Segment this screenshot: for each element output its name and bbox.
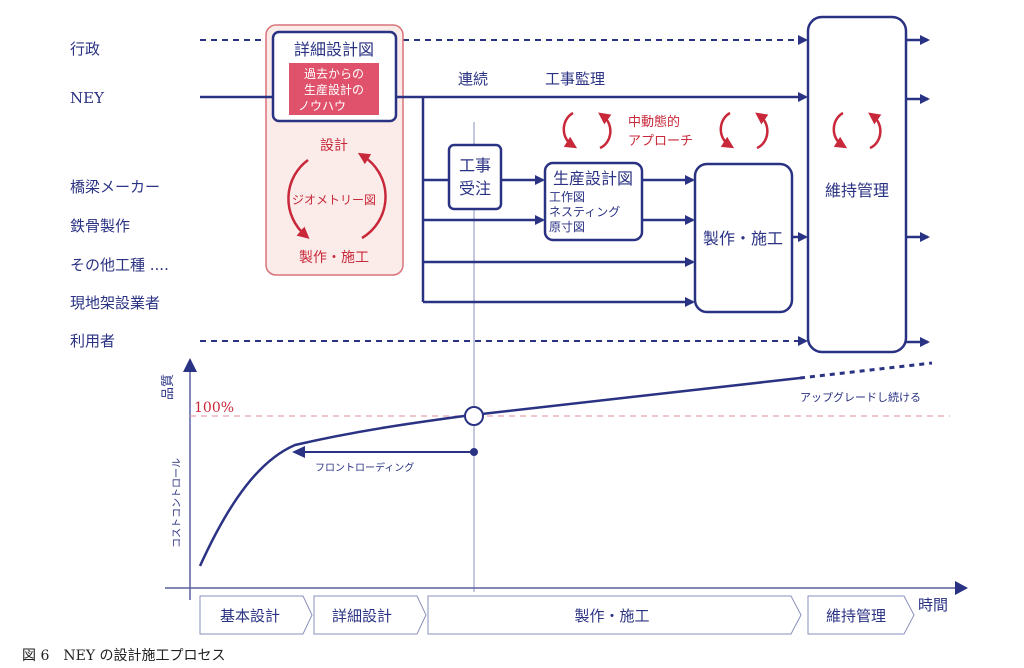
- current-point-marker: [464, 406, 484, 426]
- phase-bar: 基本設計 詳細設計 製作・施工 維持管理: [199, 595, 915, 635]
- fabrication-label: 製作・施工: [703, 229, 783, 248]
- cycle-arrow-icon: [868, 112, 882, 150]
- front-loading-origin-dot: [470, 448, 478, 456]
- y-axis-quality-label: 品質: [161, 374, 176, 400]
- cycle-arrow-icon: [832, 111, 848, 149]
- front-loading-arrow-head-icon: [292, 446, 305, 458]
- role-labels: 行政 NEY 橋梁メーカー 鉄骨製作 その他工種 .... 現地架設業者 利用者: [70, 40, 169, 350]
- order-line: 受注: [459, 179, 491, 198]
- phase-detailed-design: [313, 595, 427, 635]
- front-loading-label: フロントローディング: [315, 461, 414, 474]
- role-label: 利用者: [70, 332, 115, 350]
- production-item: ネスティング: [549, 205, 620, 219]
- phase-label: 維持管理: [826, 607, 886, 625]
- role-label: 橋梁メーカー: [70, 178, 160, 196]
- cycle-arrow-icon: [755, 112, 769, 150]
- cycle-arrow-icon: [562, 111, 578, 149]
- geometry-label: ジオメトリー図: [292, 193, 376, 207]
- maintenance-label: 維持管理: [825, 181, 889, 200]
- role-label: 鉄骨製作: [70, 217, 130, 235]
- mid-dynamic-line: 中動態的: [628, 114, 680, 130]
- cycle-arrows-group-3: [832, 111, 882, 150]
- cycle-design-label: 設計: [320, 138, 348, 154]
- order-box: [447, 143, 503, 211]
- maintenance-box: [806, 15, 908, 354]
- knowhow-box: [289, 63, 379, 115]
- order-line: 工事: [459, 156, 491, 175]
- y-axis-arrow-icon: [183, 358, 197, 372]
- fabrication-box: [693, 162, 794, 314]
- knowhow-line: 過去からの: [304, 67, 364, 81]
- upgrade-label: アップグレードし続ける: [800, 390, 921, 404]
- figure-caption: 図 6 NEY の設計施工プロセス: [22, 648, 226, 664]
- role-label: 行政: [70, 40, 100, 58]
- x-axis-arrow-icon: [955, 581, 968, 595]
- supervision-label: 工事監理: [545, 70, 605, 88]
- knowhow-line: ノウハウ: [298, 99, 346, 113]
- phase-label: 製作・施工: [574, 607, 649, 625]
- role-label: その他工種 ....: [70, 256, 169, 274]
- role-label: NEY: [70, 89, 105, 107]
- phase-fabrication: [427, 595, 802, 635]
- quality-curve: [198, 376, 801, 567]
- cycle-arrows-group-2: [719, 111, 769, 150]
- continuous-label: 連続: [458, 70, 488, 88]
- phase-basic-design: [199, 595, 313, 635]
- production-item: 工作図: [549, 190, 585, 204]
- production-item: 原寸図: [549, 220, 585, 234]
- cycle-arrow-right: [357, 152, 387, 240]
- hundred-percent-label: 100%: [194, 400, 234, 416]
- cycle-arrows-group-1: [562, 111, 612, 150]
- y-axis-cost-label: コストコントロール: [172, 458, 183, 548]
- mid-dynamic-line: アプローチ: [628, 134, 693, 149]
- cycle-arrow-left: [287, 158, 310, 239]
- production-design-title: 生産設計図: [553, 169, 633, 188]
- phase-label: 詳細設計: [332, 607, 392, 625]
- cycle-fab-label: 製作・施工: [299, 250, 369, 266]
- cycle-arrow-icon: [719, 111, 735, 149]
- cycle-arrow-icon: [598, 112, 612, 150]
- x-axis-time-label: 時間: [918, 596, 948, 614]
- phase-maintenance: [807, 595, 915, 635]
- detailed-design-title: 詳細設計図: [294, 40, 374, 59]
- production-design-box: [543, 161, 644, 242]
- role-label: 現地架設業者: [70, 294, 160, 312]
- knowhow-line: 生産設計の: [304, 82, 364, 97]
- upgrade-curve: [799, 361, 933, 380]
- phase-label: 基本設計: [220, 607, 280, 625]
